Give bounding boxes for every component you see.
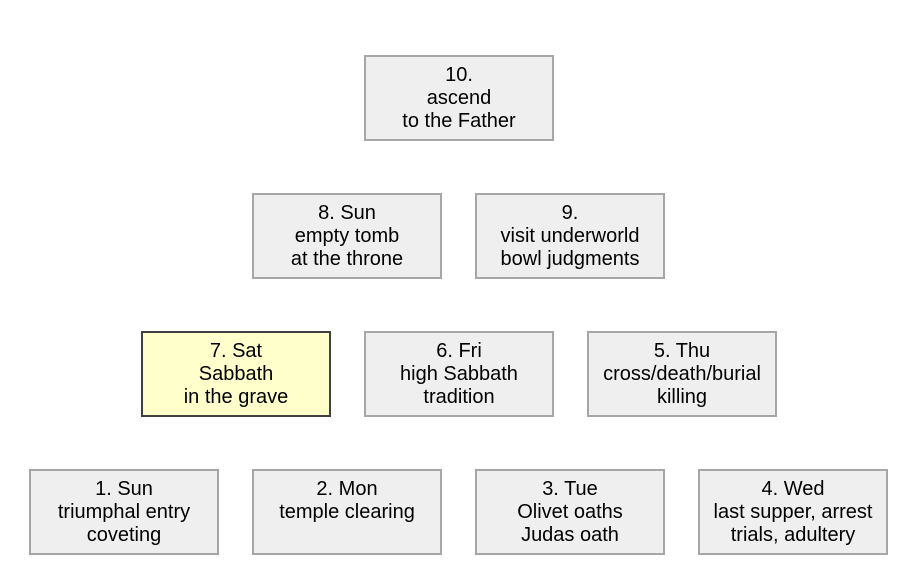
box-day-6-line-3: tradition	[423, 385, 495, 408]
box-day-5: 5. Thu cross/death/burial killing	[587, 331, 777, 417]
box-day-3-line-3: Judas oath	[521, 523, 619, 546]
box-day-3-title: 3. Tue	[542, 477, 598, 500]
box-day-7-line-2: Sabbath	[198, 362, 274, 385]
box-day-4-title: 4. Wed	[761, 477, 825, 500]
box-day-3-line-2: Olivet oaths	[517, 500, 623, 523]
box-day-9: 9. visit underworld bowl judgments	[475, 193, 665, 279]
box-day-6-title: 6. Fri	[436, 339, 482, 362]
box-day-8-title: 8. Sun	[318, 201, 376, 224]
box-day-10-line-2: ascend	[426, 86, 492, 109]
box-day-9-title: 9.	[561, 201, 579, 224]
box-day-7-highlighted: 7. Sat Sabbath in the grave	[141, 331, 331, 417]
box-day-9-line-2: visit underworld	[500, 224, 640, 247]
box-day-8-line-3: at the throne	[290, 247, 404, 270]
box-day-10-line-3: to the Father	[402, 109, 516, 132]
box-day-6-line-2: high Sabbath	[400, 362, 518, 385]
box-day-8-line-2: empty tomb	[294, 224, 400, 247]
box-day-1-line-3: coveting	[86, 523, 162, 546]
box-day-10: 10. ascend to the Father	[364, 55, 554, 141]
box-day-3: 3. Tue Olivet oaths Judas oath	[475, 469, 665, 555]
box-day-2-title: 2. Mon	[316, 477, 378, 500]
box-day-2-line-2: temple clearing	[279, 500, 415, 523]
box-day-2: 2. Mon temple clearing	[252, 469, 442, 555]
box-day-1-line-2: triumphal entry	[57, 500, 191, 523]
box-day-1: 1. Sun triumphal entry coveting	[29, 469, 219, 555]
box-day-4: 4. Wed last supper, arrest trials, adult…	[698, 469, 888, 555]
box-day-5-line-3: killing	[656, 385, 708, 408]
box-day-2-line-3	[344, 524, 350, 547]
box-day-1-title: 1. Sun	[95, 477, 153, 500]
box-day-8: 8. Sun empty tomb at the throne	[252, 193, 442, 279]
box-day-7-title: 7. Sat	[209, 339, 263, 362]
box-day-7-line-3: in the grave	[183, 385, 289, 408]
box-day-4-line-2: last supper, arrest	[713, 500, 873, 523]
box-day-4-line-3: trials, adultery	[730, 523, 856, 546]
box-day-5-title: 5. Thu	[653, 339, 711, 362]
box-day-9-line-3: bowl judgments	[500, 247, 640, 270]
box-day-10-title: 10.	[445, 63, 473, 86]
box-day-6: 6. Fri high Sabbath tradition	[364, 331, 554, 417]
box-day-5-line-2: cross/death/burial	[603, 362, 761, 385]
